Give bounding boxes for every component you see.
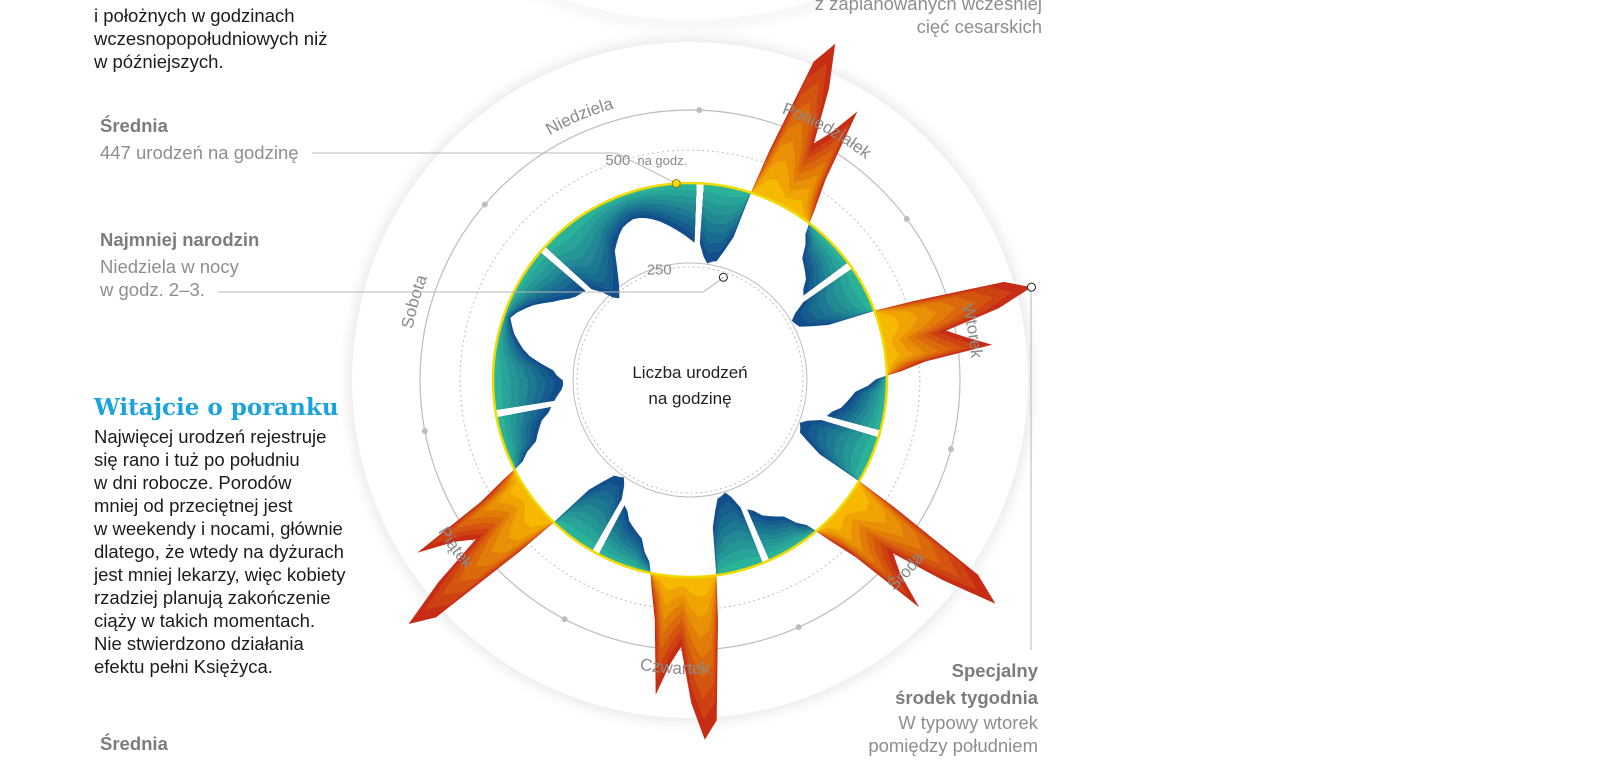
least-leader	[218, 276, 724, 293]
day-czwartek-band-0-1	[716, 556, 763, 576]
day-sobota-band-0-2	[492, 252, 552, 410]
day-piątek-band-2-1	[496, 416, 515, 470]
day-piątek-band-0-1	[553, 520, 596, 551]
day-poniedziałek-band-0-1	[703, 183, 751, 198]
day-niedziela-band-0-3	[545, 182, 697, 263]
intro-text-tail: i położnych w godzinach wczesnopopołudni…	[94, 5, 328, 72]
special-title: Specjalny środek tygodnia	[895, 660, 1038, 708]
average-text: 447 urodzeń na godzinę	[100, 142, 299, 163]
annotation-lines	[218, 152, 1036, 650]
average-title-bottom: Średnia	[100, 733, 168, 754]
special-marker	[1026, 282, 1036, 292]
average-title: Średnia	[100, 115, 168, 136]
day-czwartek-band-2-2	[598, 542, 651, 573]
day-dot-2	[795, 624, 802, 631]
center-title-2: na godzinę	[648, 389, 731, 408]
disc-top-fill	[566, 0, 814, 20]
day-czwartek-band-1-1	[650, 573, 717, 598]
special-text: W typowy wtorek pomiędzy południem	[868, 712, 1038, 756]
average-circle-line	[491, 181, 889, 579]
avg-marker	[671, 179, 681, 188]
caesarean-text: z zaplanowanych wcześniej cięć cesarskic…	[814, 0, 1042, 37]
day-label-3: Czwartek	[639, 655, 711, 678]
least-births-title: Najmniej narodzin	[100, 229, 260, 250]
average-circle: 500 na godz. 250	[491, 152, 889, 579]
day-dot-3	[561, 616, 568, 623]
grid-circle-inner	[576, 266, 804, 494]
scale-500: 500	[605, 152, 630, 169]
day-dot-5	[481, 201, 488, 208]
center-title-1: Liczba urodzeń	[632, 363, 747, 382]
morning-body: Najwięcej urodzeń rejestruje się rano i …	[94, 426, 346, 677]
morning-heading: Witajcie o poranku	[94, 394, 339, 421]
day-wtorek-band-0-1	[846, 268, 875, 311]
scale-250: 250	[647, 261, 672, 278]
day-dot-4	[421, 427, 428, 434]
day-sobota-band-0-3	[492, 252, 558, 410]
avg-leader	[312, 152, 677, 184]
least-marker	[718, 272, 728, 282]
scale-unit: na godz.	[637, 153, 687, 168]
day-czwartek-band-2-1	[598, 548, 651, 573]
day-niedziela-band-0-2	[545, 182, 697, 258]
day-dot-6	[696, 107, 703, 114]
day-dot-0	[903, 216, 910, 223]
grid-circle-250	[572, 262, 808, 498]
least-births-text: Niedziela w nocy w godz. 2–3.	[100, 256, 239, 300]
day-dot-1	[948, 446, 955, 453]
day-wtorek-band-2-1	[873, 375, 887, 431]
day-środa-band-0-1	[855, 435, 879, 482]
day-środa-band-2-1	[766, 531, 817, 561]
day-poniedziałek-band-2-1	[809, 223, 848, 267]
